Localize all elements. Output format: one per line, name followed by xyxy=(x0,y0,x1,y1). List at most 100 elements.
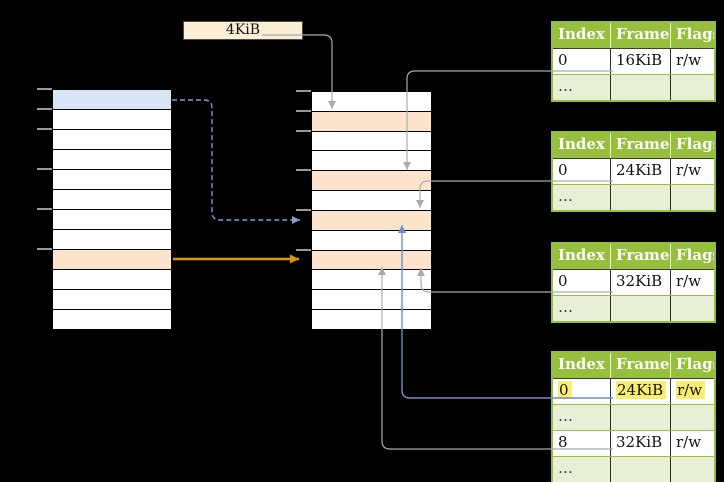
physical-memory-column xyxy=(311,91,432,330)
page-table-24kib: Index FrameFlags024KiBr/w … xyxy=(551,131,716,212)
table-cell: 16KiB xyxy=(610,49,670,74)
table-cell: r/w xyxy=(670,49,714,74)
tick-mark xyxy=(296,248,311,251)
table-row-ellipsis: … xyxy=(553,456,714,482)
highlighted-value: 0 xyxy=(558,381,572,399)
memory-row xyxy=(312,310,431,329)
table-row-ellipsis: … xyxy=(553,74,714,100)
memory-row xyxy=(53,130,171,150)
column-header-frame: Frame xyxy=(610,133,670,158)
column-header-flags: Flags xyxy=(670,353,714,378)
table-cell xyxy=(610,296,670,321)
table-header-row: Index FrameFlags xyxy=(553,133,714,158)
memory-row xyxy=(53,310,171,329)
memory-row xyxy=(312,151,431,172)
memory-row-orange xyxy=(312,171,431,192)
page-table-16kib: Index FrameFlags016KiBr/w … xyxy=(551,21,716,102)
table-cell xyxy=(610,457,670,482)
memory-row xyxy=(53,290,171,310)
table-cell xyxy=(610,185,670,210)
column-header-index: Index xyxy=(558,25,605,43)
table-row: 0 24KiB r/w xyxy=(553,378,714,404)
table-cell xyxy=(670,457,714,482)
table-row-ellipsis: … xyxy=(553,295,714,321)
tick-mark xyxy=(37,108,52,110)
column-header-frame: Frame xyxy=(610,244,670,269)
memory-row xyxy=(312,270,431,291)
table-header-row: Index FrameFlags xyxy=(553,353,714,378)
table-cell: r/w xyxy=(670,379,714,404)
column-header-index: Index xyxy=(558,135,605,153)
memory-row-blue xyxy=(53,90,171,110)
tick-mark xyxy=(296,209,311,211)
memory-row xyxy=(53,270,171,290)
level2-page-table: IndexFrameFlags024KiBr/w…832KiBr/w… xyxy=(551,351,716,482)
tick-mark xyxy=(37,128,52,130)
table-header-row: Index FrameFlags xyxy=(553,244,714,269)
memory-row xyxy=(53,210,171,230)
tick-mark xyxy=(37,88,52,90)
table-cell: … xyxy=(558,407,573,425)
memory-row xyxy=(312,290,431,311)
memory-row xyxy=(312,191,431,211)
page-size-label: 4KiB xyxy=(183,21,303,40)
column-header-index: Index xyxy=(558,246,605,264)
table-row-ellipsis: … xyxy=(553,404,714,430)
table-cell: 32KiB xyxy=(610,431,670,456)
table-cell: r/w xyxy=(670,431,714,456)
memory-row xyxy=(312,131,431,152)
highlighted-value: 24KiB xyxy=(616,381,667,399)
tick-mark xyxy=(37,208,52,210)
table-cell xyxy=(610,405,670,430)
memory-row xyxy=(312,92,431,112)
arrow-dashed-virtual-page-to-frame xyxy=(172,99,300,224)
memory-row-orange xyxy=(312,111,431,132)
table-cell: … xyxy=(558,459,573,477)
memory-row-orange xyxy=(312,210,431,231)
column-header-flags: Flags xyxy=(670,133,714,158)
table-cell: 32KiB xyxy=(610,270,670,295)
table-cell: 24KiB xyxy=(610,159,670,184)
column-header-frame: Frame xyxy=(610,23,670,48)
table-row-ellipsis: … xyxy=(553,184,714,210)
table-cell: r/w xyxy=(670,159,714,184)
table-cell: 8 xyxy=(558,433,568,451)
tick-mark xyxy=(296,169,311,172)
table-cell xyxy=(670,185,714,210)
memory-row xyxy=(53,170,171,190)
virtual-memory-column xyxy=(52,89,172,330)
memory-row xyxy=(53,150,171,170)
table-cell: … xyxy=(558,187,573,205)
table-cell: 24KiB xyxy=(610,379,670,404)
table-cell: … xyxy=(558,77,573,95)
tick-mark xyxy=(37,248,52,250)
memory-row xyxy=(53,110,171,130)
memory-row xyxy=(53,190,171,210)
table-cell: … xyxy=(558,298,573,316)
table-cell xyxy=(670,296,714,321)
tick-mark xyxy=(296,109,311,112)
tick-mark xyxy=(37,168,52,170)
table-cell xyxy=(670,405,714,430)
column-header-flags: Flags xyxy=(670,244,714,269)
memory-row xyxy=(312,230,431,251)
column-header-frame: Frame xyxy=(610,353,670,378)
tick-mark xyxy=(296,129,311,132)
memory-row-orange xyxy=(312,250,431,271)
table-cell: 0 xyxy=(558,272,568,290)
column-header-flags: Flags xyxy=(670,23,714,48)
highlighted-value: r/w xyxy=(676,381,706,399)
page-table-32kib: IndexFrameFlags032KiBr/w… xyxy=(551,242,716,323)
table-cell xyxy=(670,75,714,100)
column-header-index: Index xyxy=(558,355,605,373)
table-header-row: Index FrameFlags xyxy=(553,23,714,48)
tick-mark xyxy=(296,90,311,92)
memory-row-orange xyxy=(53,250,171,270)
table-cell: 0 xyxy=(553,379,610,404)
table-cell xyxy=(610,75,670,100)
